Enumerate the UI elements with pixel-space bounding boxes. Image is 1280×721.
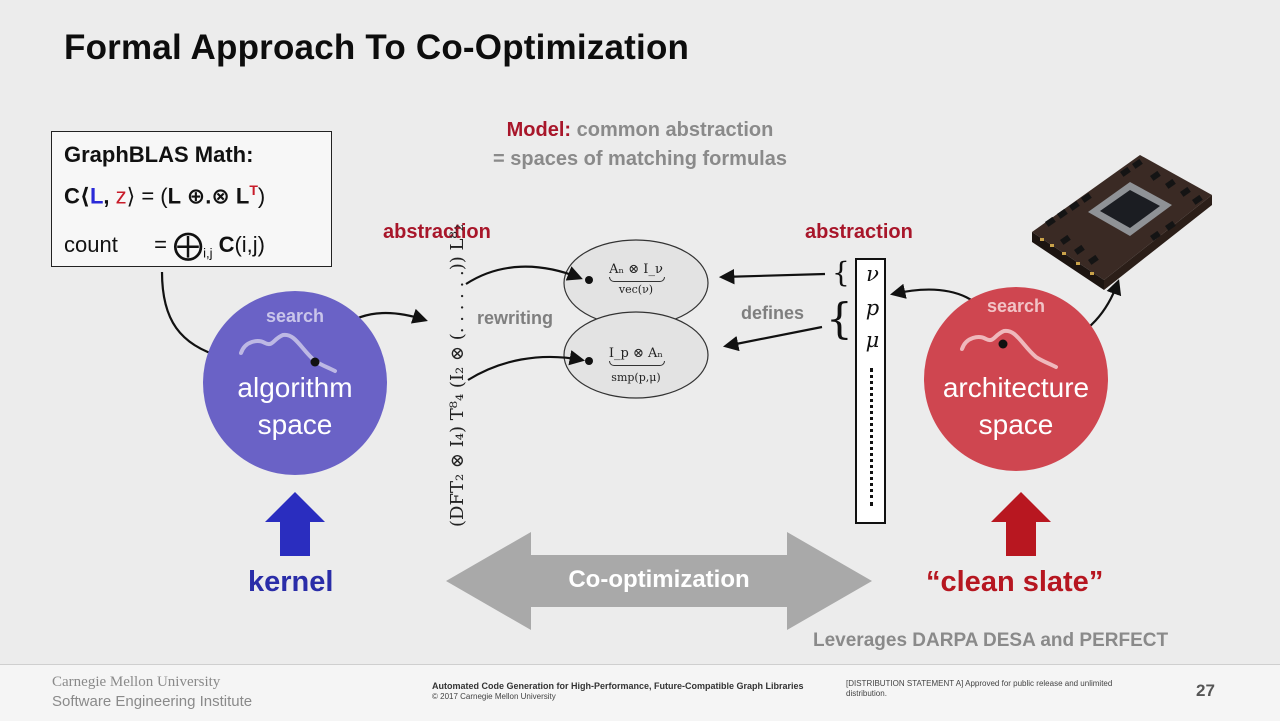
math-rhs-rest: (i,j) xyxy=(234,232,266,257)
parameter-column: ν p μ xyxy=(855,258,886,524)
architecture-search-label: search xyxy=(986,296,1046,316)
algorithm-label-1: algorithm xyxy=(237,372,353,403)
algorithm-search-label: search xyxy=(265,306,325,326)
model-line2: = spaces of matching formulas xyxy=(493,148,787,170)
rewriting-label: rewriting xyxy=(477,308,554,328)
math-op: L ⊕.⊗ L xyxy=(167,183,250,209)
ellipse-bottom-dot xyxy=(585,357,593,365)
math-sub-ij: i,j xyxy=(203,245,213,261)
math-line-masked-product: C⟨L, z⟩ = (L ⊕.⊗ LT) xyxy=(64,182,265,209)
architecture-search-path-icon xyxy=(960,328,1058,369)
math-z: z xyxy=(115,183,127,209)
math-rhs-c: C xyxy=(218,232,235,257)
arrow-formula-to-top-ellipse xyxy=(465,265,583,285)
slide-footer xyxy=(0,664,1280,721)
big-oplus-icon: ⨁ xyxy=(173,229,204,262)
model-line1: common abstraction xyxy=(571,119,774,141)
math-comma: , xyxy=(103,183,116,209)
gpu-chip-icon xyxy=(1032,155,1212,290)
param-p: p xyxy=(865,296,880,320)
graphblas-math-box: GraphBLAS Math: C⟨L, z⟩ = (L ⊕.⊗ LT) cou… xyxy=(51,131,332,267)
brace-nu-icon: { xyxy=(832,256,850,289)
ellipse-top-formula: Aₙ ⊗ I_ν xyxy=(609,262,663,277)
math-end: ) xyxy=(257,183,266,209)
model-lead: Model: xyxy=(506,119,572,141)
rotated-spl-formula: (DFT₂ ⊗ I₄) T⁸₄ (I₂ ⊗ (. . . . . .)) L⁸₂ xyxy=(447,224,468,527)
abstraction-label-right: abstraction xyxy=(805,221,913,243)
abstraction-label-left: abstraction xyxy=(383,221,491,243)
architecture-label-1: architecture xyxy=(942,372,1090,403)
math-count: count xyxy=(64,232,118,257)
param-nu: ν xyxy=(866,262,879,286)
defines-label: defines xyxy=(741,303,805,323)
ellipse-top-under: vec(ν) xyxy=(618,283,654,296)
math-box-heading: GraphBLAS Math: xyxy=(64,142,254,167)
footer-copyright: © 2017 Carnegie Mellon University xyxy=(432,692,556,701)
arrow-formula-to-bottom-ellipse xyxy=(467,350,586,381)
arrow-pmu-to-ellipse xyxy=(722,325,823,352)
leverages-note: Leverages DARPA DESA and PERFECT xyxy=(813,630,1169,651)
footer-org-cmu: Carnegie Mellon University xyxy=(52,674,221,690)
underbrace-bottom xyxy=(609,361,665,366)
math-eq1: = ( xyxy=(135,183,168,209)
math-c: C⟨ xyxy=(64,183,90,209)
arrow-nu-to-ellipse xyxy=(718,268,826,285)
math-l: L xyxy=(89,183,104,209)
footer-org-sei: Software Engineering Institute xyxy=(52,693,253,710)
slide-title: Formal Approach To Co-Optimization xyxy=(64,28,690,67)
page-number: 27 xyxy=(1196,681,1215,700)
math-line-count: count = ⨁i,j C(i,j) xyxy=(64,228,265,263)
kernel-label: kernel xyxy=(248,566,334,598)
kernel-up-arrow-icon xyxy=(265,492,325,556)
math-transpose: T xyxy=(249,182,258,198)
math-close: ⟩ xyxy=(126,183,136,209)
algorithm-search-path-icon xyxy=(239,332,337,373)
footer-distribution: [DISTRIBUTION STATEMENT A] Approved for … xyxy=(846,679,1113,698)
architecture-label-2: space xyxy=(978,409,1054,440)
ellipse-bottom-formula: I_p ⊗ Aₙ xyxy=(608,346,664,361)
ellipse-top-dot xyxy=(585,276,593,284)
param-ellipsis xyxy=(870,368,873,506)
algorithm-space-circle: search algorithm space xyxy=(203,291,387,475)
clean-slate-up-arrow-icon xyxy=(991,492,1051,556)
ellipse-parallel xyxy=(563,311,709,399)
architecture-space-circle: search architecture space xyxy=(924,287,1108,471)
co-optimization-arrow xyxy=(446,532,872,630)
model-caption: Model: common abstraction = spaces of ma… xyxy=(0,116,1280,174)
param-mu: μ xyxy=(865,328,880,352)
footer-talk-title: Automated Code Generation for High-Perfo… xyxy=(432,681,804,691)
ellipse-bottom-under: smp(p,μ) xyxy=(611,371,661,384)
algorithm-label-2: space xyxy=(257,409,333,440)
math-eq2: = xyxy=(154,232,167,257)
co-optimization-label: Co-optimization xyxy=(568,566,750,593)
underbrace-top xyxy=(609,277,665,282)
brace-pmu-icon: { xyxy=(826,294,853,343)
clean-slate-label: “clean slate” xyxy=(926,566,1104,598)
